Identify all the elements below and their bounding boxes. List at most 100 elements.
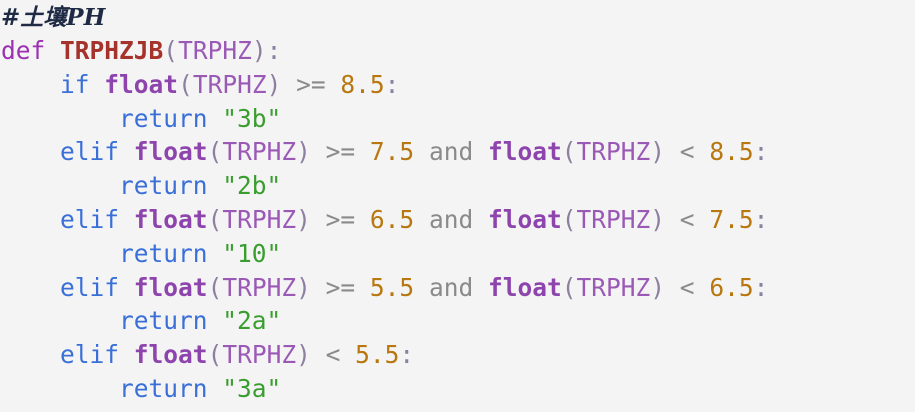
code-token-operator: >= bbox=[325, 204, 356, 234]
code-token-plain bbox=[311, 137, 326, 166]
code-token-string: "2b" bbox=[222, 171, 282, 201]
code-token-operator: and bbox=[428, 272, 474, 302]
code-token-builtin: float bbox=[133, 204, 208, 234]
code-token-plain bbox=[665, 273, 680, 302]
code-line[interactable]: elif float(TRPHZ) >= 6.5 and float(TRPHZ… bbox=[0, 203, 915, 237]
code-token-builtin: float bbox=[133, 137, 208, 167]
code-token-plain bbox=[473, 273, 488, 302]
code-token-plain bbox=[119, 205, 134, 234]
code-line[interactable]: return "2a" bbox=[0, 304, 915, 338]
code-token-string: "2a" bbox=[222, 306, 282, 336]
code-token-name: TRPHZ bbox=[178, 36, 252, 65]
code-token-name: TRPHZ bbox=[192, 69, 267, 99]
code-token-keyword2: return bbox=[119, 103, 208, 133]
code-token-plain bbox=[414, 273, 429, 302]
code-token-name: TRPHZ bbox=[222, 340, 297, 370]
code-token-operator: < bbox=[679, 272, 695, 302]
code-token-plain bbox=[1, 239, 119, 268]
code-token-plain bbox=[695, 137, 710, 166]
code-token-plain bbox=[90, 70, 105, 99]
code-token-plain bbox=[1, 340, 60, 369]
code-token-name: TRPHZ bbox=[222, 272, 297, 302]
code-token-string: "10" bbox=[222, 238, 282, 268]
code-token-plain bbox=[208, 239, 223, 268]
code-token-keyword2: elif bbox=[60, 204, 120, 234]
code-token-punct: ( bbox=[561, 204, 577, 234]
code-token-operator: >= bbox=[325, 272, 356, 302]
code-token-plain bbox=[1, 306, 119, 335]
code-token-name: TRPHZ bbox=[222, 137, 297, 167]
code-token-number: 8.5 bbox=[709, 137, 754, 167]
code-line[interactable]: elif float(TRPHZ) < 5.5: bbox=[0, 338, 915, 372]
code-token-punct: ( bbox=[178, 69, 193, 99]
code-token-keyword2: if bbox=[60, 69, 90, 99]
code-line[interactable]: return "2b" bbox=[0, 169, 915, 203]
code-token-plain bbox=[1, 205, 60, 234]
code-line[interactable]: #土壤PH bbox=[0, 0, 915, 34]
code-token-keyword2: elif bbox=[60, 137, 120, 167]
code-token-name: TRPHZ bbox=[576, 204, 651, 234]
code-token-plain bbox=[1, 374, 119, 403]
code-token-number: 5.5 bbox=[369, 272, 415, 302]
code-token-punct: ) bbox=[251, 36, 267, 65]
code-token-plain bbox=[473, 205, 488, 234]
code-token-plain bbox=[665, 137, 680, 166]
code-token-plain bbox=[1, 171, 119, 200]
code-token-punct: ) bbox=[296, 272, 311, 302]
code-token-plain bbox=[208, 306, 223, 335]
code-token-plain bbox=[311, 273, 326, 302]
code-token-punct: : bbox=[753, 272, 769, 302]
code-token-keyword2: return bbox=[119, 171, 208, 201]
code-token-plain bbox=[326, 70, 341, 99]
code-token-plain bbox=[1, 104, 119, 133]
code-token-operator: < bbox=[679, 204, 695, 234]
code-token-builtin: float bbox=[487, 272, 562, 302]
code-line[interactable]: return "3a" bbox=[0, 372, 915, 406]
code-token-punct: ) bbox=[650, 137, 666, 167]
code-token-keyword: def bbox=[1, 36, 46, 65]
code-token-plain bbox=[311, 205, 326, 234]
code-token-name: TRPHZ bbox=[576, 137, 651, 167]
code-token-punct: ( bbox=[561, 272, 577, 302]
code-token-keyword2: return bbox=[119, 306, 208, 336]
code-token-plain bbox=[208, 104, 223, 133]
code-token-punct: ( bbox=[207, 340, 223, 370]
code-line[interactable]: return "3b" bbox=[0, 102, 915, 136]
code-token-plain bbox=[695, 273, 710, 302]
code-token-plain bbox=[1, 70, 60, 99]
code-token-punct: : bbox=[384, 69, 400, 99]
code-token-operator: >= bbox=[296, 69, 326, 99]
code-token-punct: ( bbox=[207, 137, 223, 167]
code-token-number: 6.5 bbox=[369, 204, 415, 234]
code-token-plain bbox=[473, 137, 488, 166]
code-token-plain bbox=[665, 205, 680, 234]
code-token-number: 5.5 bbox=[355, 340, 400, 370]
code-line[interactable]: elif float(TRPHZ) >= 5.5 and float(TRPHZ… bbox=[0, 271, 915, 305]
code-token-plain bbox=[311, 340, 326, 369]
code-token-builtin: float bbox=[487, 204, 562, 234]
code-token-name: TRPHZ bbox=[222, 204, 297, 234]
code-token-name: TRPHZ bbox=[576, 272, 651, 302]
code-token-punct: ( bbox=[207, 272, 223, 302]
code-token-keyword2: return bbox=[119, 238, 208, 268]
code-line[interactable]: return "10" bbox=[0, 237, 915, 271]
code-token-builtin: float bbox=[133, 272, 208, 302]
code-token-punct: : bbox=[753, 204, 769, 234]
code-token-punct: ) bbox=[296, 340, 311, 370]
code-token-plain bbox=[119, 137, 134, 166]
code-token-punct: ) bbox=[650, 204, 666, 234]
code-line[interactable]: def TRPHZJB(TRPHZ): bbox=[0, 34, 915, 68]
code-token-comment: #土壤PH bbox=[1, 4, 106, 31]
code-token-operator: and bbox=[428, 137, 474, 167]
code-token-operator: and bbox=[428, 204, 474, 234]
code-token-funcname: TRPHZJB bbox=[60, 36, 164, 65]
code-token-operator: >= bbox=[325, 137, 356, 167]
code-token-plain bbox=[45, 36, 60, 65]
code-line[interactable]: if float(TRPHZ) >= 8.5: bbox=[0, 68, 915, 102]
code-token-string: "3a" bbox=[222, 373, 282, 403]
code-line[interactable]: elif float(TRPHZ) >= 7.5 and float(TRPHZ… bbox=[0, 135, 915, 169]
code-token-number: 6.5 bbox=[709, 272, 754, 302]
code-token-punct: ) bbox=[266, 69, 282, 99]
code-token-punct: ) bbox=[296, 137, 311, 167]
